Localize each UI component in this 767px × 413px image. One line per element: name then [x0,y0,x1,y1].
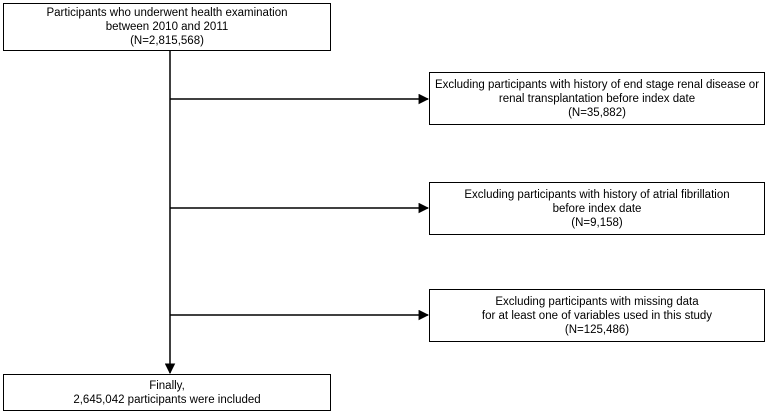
exclusion-box-2-line-1: Excluding participants with history of a… [464,188,730,201]
final-box-line-2: 2,645,042 participants were included [73,393,261,406]
exclusion-box-3-line-2: for at least one of variables used in th… [481,309,713,322]
exclusion-box-3: Excluding participants with missing data… [429,289,765,342]
start-box: Participants who underwent health examin… [3,3,331,51]
start-box-line-2: between 2010 and 2011 [105,21,229,33]
exclusion-box-3-line-1: Excluding participants with missing data [495,295,699,308]
final-box: Finally, 2,645,042 participants were inc… [3,374,331,411]
start-box-line-3: (N=2,815,568) [130,35,204,47]
exclusion-box-1: Excluding participants with history of e… [429,72,765,125]
exclusion-box-2: Excluding participants with history of a… [429,182,765,235]
exclusion-box-1-line-2: renal transplantation before index date [498,92,696,105]
exclusion-box-2-line-2: before index date [552,202,642,215]
final-box-line-1: Finally, [149,379,185,392]
exclusion-box-3-line-3: (N=125,486) [564,323,630,336]
exclusion-box-1-line-3: (N=35,882) [568,106,626,119]
exclusion-box-2-line-3: (N=9,158) [571,216,623,229]
exclusion-box-1-line-1: Excluding participants with history of e… [434,78,760,91]
start-box-line-1: Participants who underwent health examin… [46,7,288,19]
